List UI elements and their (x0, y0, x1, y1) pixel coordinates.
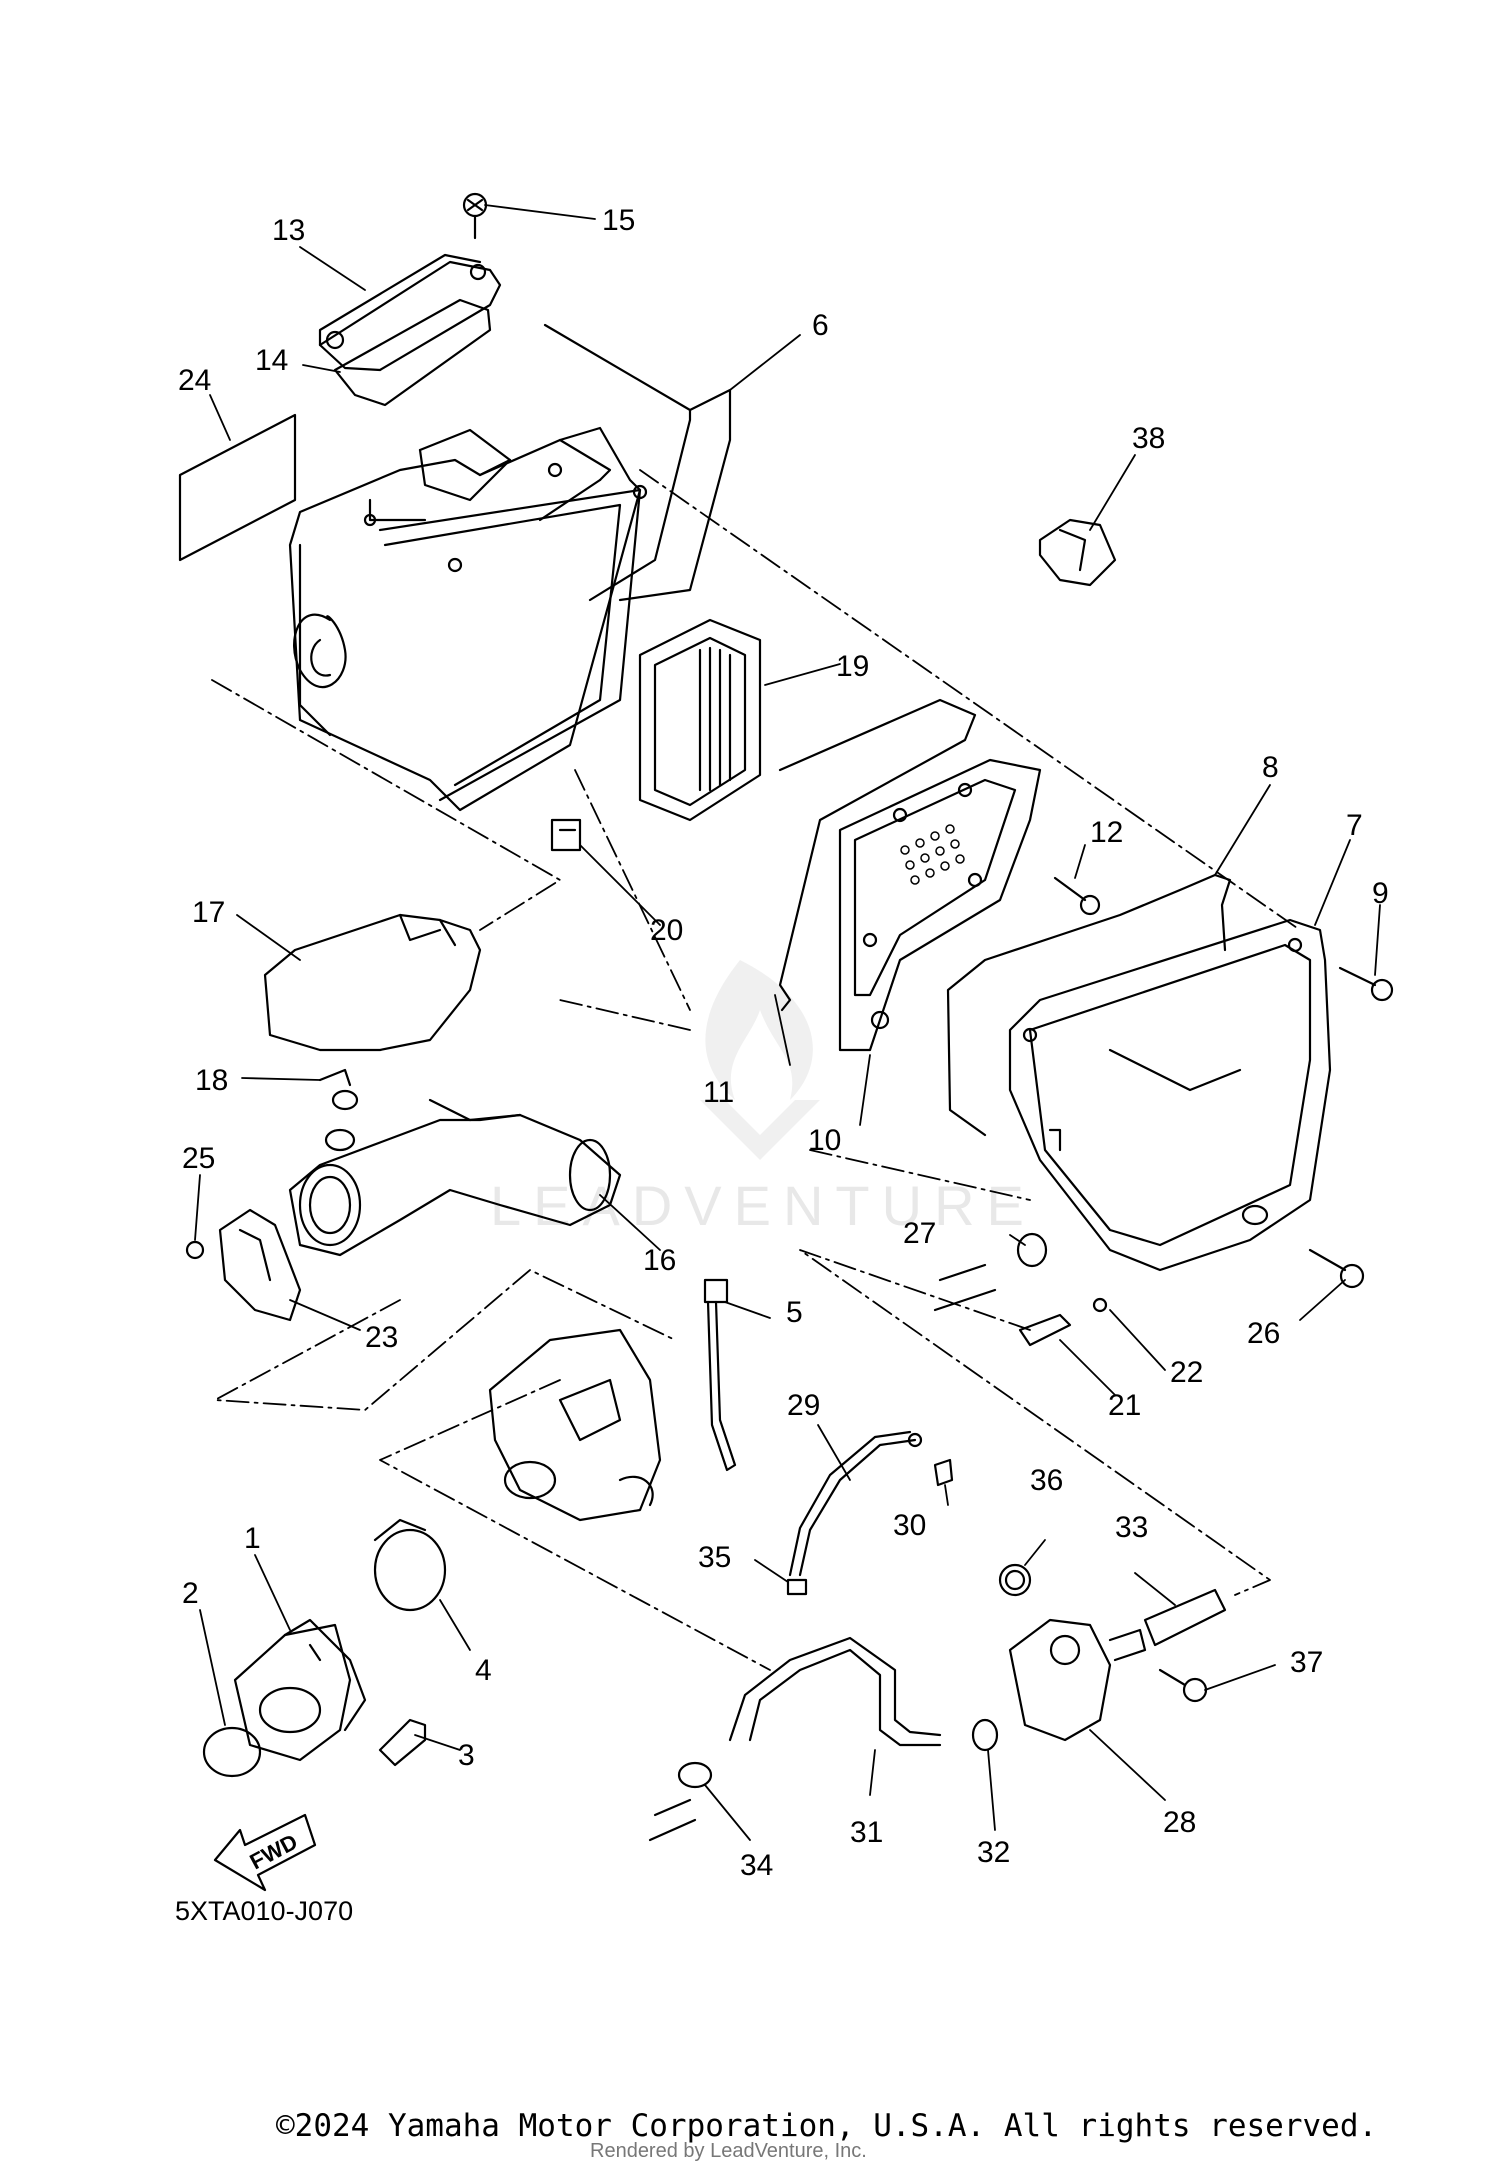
callout-6: 6 (812, 309, 829, 342)
callout-32: 32 (977, 1836, 1010, 1869)
callout-11: 11 (703, 1076, 734, 1109)
cover-7 (1010, 920, 1330, 1270)
diagram-code: 5XTA010-J070 (175, 1896, 353, 1926)
callout-2: 2 (182, 1577, 199, 1610)
manifold-1 (235, 1620, 365, 1760)
callout-24: 24 (178, 364, 211, 397)
callout-21: 21 (1108, 1389, 1141, 1422)
callout-20: 20 (650, 914, 683, 947)
callout-7: 7 (1346, 809, 1363, 842)
hose-29 (790, 1432, 921, 1575)
callout-23: 23 (365, 1321, 398, 1354)
rendered-by-notice: Rendered by LeadVenture, Inc. (590, 2140, 867, 2162)
filter-element-19 (640, 620, 760, 820)
callout-19: 19 (836, 650, 869, 683)
joint-16 (290, 1100, 620, 1255)
cover-13 (320, 255, 500, 370)
clamp-32 (973, 1720, 997, 1750)
ring-22 (1094, 1299, 1106, 1311)
fwd-arrow-icon (215, 1815, 315, 1890)
callout-30: 30 (893, 1509, 926, 1542)
callout-10: 10 (808, 1124, 841, 1157)
callout-22: 22 (1170, 1356, 1203, 1389)
clip-35 (788, 1580, 806, 1594)
callout-29: 29 (787, 1389, 820, 1422)
copyright-notice: ©2024 Yamaha Motor Corporation, U.S.A. A… (276, 2108, 1378, 2144)
callout-18: 18 (195, 1064, 228, 1097)
callout-25: 25 (182, 1142, 215, 1175)
screw-12 (1055, 878, 1099, 914)
bolt-26 (1310, 1250, 1363, 1287)
clip-20 (552, 820, 580, 850)
hose-33 (1145, 1590, 1225, 1645)
callout-8: 8 (1262, 751, 1279, 784)
watermark-v-icon (700, 1100, 820, 1160)
seal-8 (948, 875, 1230, 1135)
bolt-9 (1340, 968, 1392, 1000)
assembly-lines (212, 470, 1300, 1670)
watermark: LEADVENTURE (490, 960, 1024, 1237)
callout-13: 13 (272, 214, 305, 247)
callout-labels: 13 15 14 24 6 38 19 8 7 12 9 20 17 18 11… (178, 204, 1389, 1882)
plate-10 (840, 760, 1040, 1050)
vent-holes (901, 825, 964, 884)
callout-4: 4 (475, 1654, 492, 1687)
callout-35: 35 (698, 1541, 731, 1574)
callout-38: 38 (1132, 422, 1165, 455)
callout-34: 34 (740, 1849, 773, 1882)
clamp-23 (220, 1210, 300, 1320)
callout-28: 28 (1163, 1806, 1196, 1839)
seal-11 (780, 700, 975, 1010)
clamp-34 (650, 1763, 711, 1840)
callout-36: 36 (1030, 1464, 1063, 1497)
callout-31: 31 (850, 1816, 883, 1849)
hose-31 (730, 1638, 940, 1745)
callout-1: 1 (244, 1522, 261, 1555)
callout-5: 5 (786, 1296, 803, 1329)
callout-15: 15 (602, 204, 635, 237)
spring-36 (1000, 1565, 1030, 1595)
clip-30 (935, 1460, 952, 1485)
callout-26: 26 (1247, 1317, 1280, 1350)
bolt-37 (1160, 1670, 1206, 1701)
screw-15 (464, 194, 486, 238)
callout-33: 33 (1115, 1511, 1148, 1544)
callout-27: 27 (903, 1217, 936, 1250)
sponge-17 (265, 915, 480, 1050)
callout-12: 12 (1090, 816, 1123, 849)
callout-3: 3 (458, 1739, 475, 1772)
fuel-cock-28 (1010, 1620, 1145, 1740)
plug-21 (1020, 1315, 1070, 1345)
callout-14: 14 (255, 344, 288, 377)
pad-24 (180, 415, 295, 560)
o-ring-2 (204, 1728, 260, 1776)
callout-17: 17 (192, 896, 225, 929)
clamp-27 (935, 1234, 1046, 1310)
air-filter-case (290, 325, 730, 810)
clamp-4 (375, 1520, 445, 1610)
callout-9: 9 (1372, 877, 1389, 910)
carburetor-reference (490, 1330, 660, 1520)
clip-38 (1040, 520, 1115, 585)
callout-16: 16 (643, 1244, 676, 1277)
callout-37: 37 (1290, 1646, 1323, 1679)
cable-tie-5 (705, 1280, 735, 1470)
gasket-14 (335, 300, 490, 405)
bolt-3 (380, 1720, 425, 1765)
screw-25 (187, 1242, 203, 1258)
leader-lines (195, 205, 1380, 1840)
clip-18 (320, 1070, 357, 1109)
